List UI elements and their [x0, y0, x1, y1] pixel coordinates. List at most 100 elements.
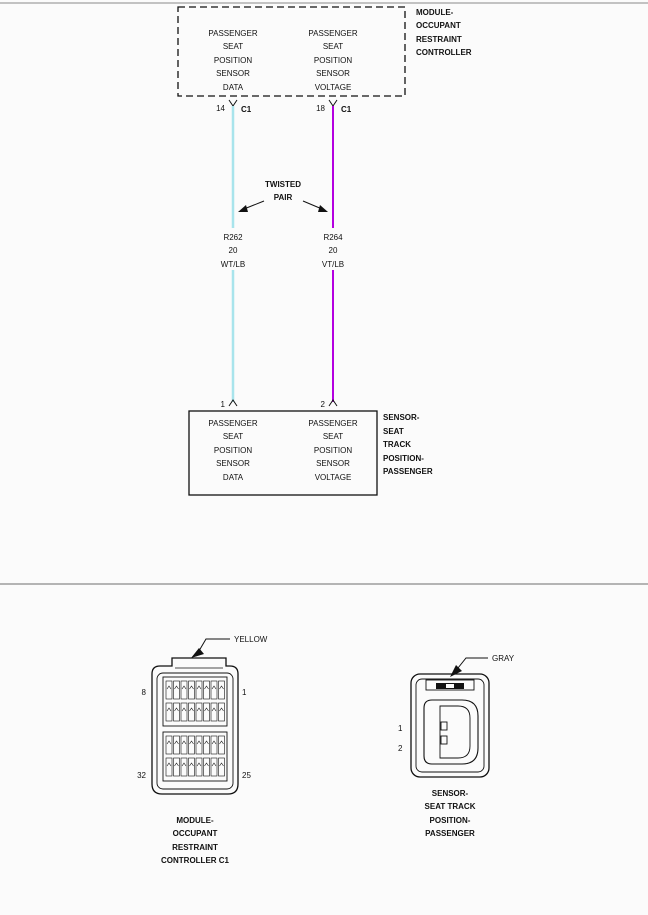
connector-color-label: YELLOW — [234, 635, 268, 644]
wire-r262: R262 20 WT/LB — [221, 106, 245, 402]
pin-desc-line: SEAT — [323, 432, 343, 441]
terminal-cavity — [173, 680, 180, 700]
terminal-latch-mark — [181, 740, 187, 745]
sensor-title-line: POSITION- — [383, 454, 424, 463]
terminal-latch-mark — [211, 685, 217, 690]
pin-number: 14 — [216, 104, 225, 113]
pin-number: 1 — [221, 400, 226, 409]
caption-line: SENSOR- — [432, 789, 469, 798]
wire-color-code: VT/LB — [322, 260, 344, 269]
pin-desc-line: PASSENGER — [308, 419, 357, 428]
arrowhead-icon — [450, 665, 462, 677]
connector-plug-inner — [439, 705, 471, 759]
terminal-cavity — [180, 757, 188, 777]
module-title: MODULE- OCCUPANT RESTRAINT CONTROLLER — [416, 8, 472, 57]
connector-housing — [151, 657, 239, 795]
module-title-line: OCCUPANT — [416, 21, 461, 30]
pin-label-top-right: 1 — [242, 688, 247, 697]
caption-line: POSITION- — [430, 816, 471, 825]
pin-number: 18 — [316, 104, 325, 113]
terminal-latch-mark — [211, 740, 217, 745]
terminal-latch-mark — [196, 740, 202, 745]
pin-desc-line: POSITION — [314, 446, 352, 455]
terminal-latch-mark — [196, 762, 202, 767]
pin-desc-line: SEAT — [223, 42, 243, 51]
terminal-cavity — [180, 702, 188, 722]
pin-number: 2 — [321, 400, 326, 409]
module-c1-connector-view: YELLOW 8 1 32 25 MODULE- OCCUPANT RESTRA… — [137, 635, 268, 865]
pin-2-connector-symbol — [328, 399, 338, 407]
connector-color-label: GRAY — [492, 654, 515, 663]
terminal-cavity — [165, 735, 173, 755]
caption-line: SEAT TRACK — [425, 802, 476, 811]
connector-id: C1 — [241, 105, 252, 114]
pin-14-connector-symbol — [228, 99, 238, 107]
terminal-latch-mark — [166, 740, 172, 745]
terminal-latch-mark — [211, 762, 217, 767]
arrowhead-icon — [318, 205, 328, 212]
pin-desc-line: DATA — [223, 473, 244, 482]
twisted-pair-arrow-left — [243, 200, 265, 210]
terminal-cavity — [188, 735, 195, 755]
terminal-latch-mark — [196, 707, 202, 712]
terminal-latch-mark — [181, 685, 187, 690]
terminal-cavity — [180, 735, 188, 755]
terminal-latch-mark — [174, 762, 179, 767]
module-pin-description-data: PASSENGER SEAT POSITION SENSOR DATA — [208, 29, 257, 92]
terminal-latch-mark — [204, 707, 209, 712]
sensor-title-line: TRACK — [383, 440, 411, 449]
module-title-line: MODULE- — [416, 8, 454, 17]
sensor-seat-track-position-passenger: 1 2 SENSOR- SEAT TRACK POSITION- PASSENG… — [188, 399, 433, 496]
terminal-latch-mark — [219, 685, 224, 690]
terminal-cavity — [173, 702, 180, 722]
connector-plug-outline — [423, 699, 479, 765]
terminal-cavity — [195, 757, 203, 777]
terminal-cavity — [203, 680, 210, 700]
terminal-latch-mark — [166, 707, 172, 712]
terminal-latch-mark — [189, 740, 194, 745]
connector-inner-outline — [156, 672, 234, 790]
sensor-connector-view: GRAY 1 2 SENSOR- SEAT TRACK POSITION- PA… — [398, 654, 515, 838]
terminal-latch-mark — [204, 740, 209, 745]
caption-line: RESTRAINT — [172, 843, 218, 852]
sensor-title: SENSOR- SEAT TRACK POSITION- PASSENGER — [383, 413, 433, 476]
terminal-cavity — [173, 757, 180, 777]
twisted-pair-label: PAIR — [274, 193, 293, 202]
terminal-cavity — [210, 757, 218, 777]
pin-label-bottom-left: 32 — [137, 771, 146, 780]
connector-latch — [425, 679, 475, 691]
sensor-title-line: SENSOR- — [383, 413, 420, 422]
module-title-line: CONTROLLER — [416, 48, 472, 57]
terminal-latch-mark — [219, 740, 224, 745]
twisted-pair-label: TWISTED — [265, 180, 301, 189]
terminal-latch-mark — [181, 707, 187, 712]
pin-desc-line: PASSENGER — [308, 29, 357, 38]
terminal-cavity-2 — [440, 735, 448, 745]
module-title-line: RESTRAINT — [416, 35, 462, 44]
module-occupant-restraint-controller: MODULE- OCCUPANT RESTRAINT CONTROLLER PA… — [177, 6, 472, 114]
terminal-cavity — [218, 757, 225, 777]
sensor-pin-description-voltage: PASSENGER SEAT POSITION SENSOR VOLTAGE — [308, 419, 357, 482]
connector-caption: SENSOR- SEAT TRACK POSITION- PASSENGER — [425, 789, 476, 838]
pin-desc-line: POSITION — [214, 56, 252, 65]
sensor-pin-description-data: PASSENGER SEAT POSITION SENSOR DATA — [208, 419, 257, 482]
terminal-latch-mark — [189, 707, 194, 712]
wire-gauge: 20 — [229, 246, 238, 255]
arrowhead-icon — [238, 205, 248, 212]
terminal-cavity — [203, 702, 210, 722]
pin-label-1: 1 — [398, 724, 403, 733]
pin-desc-line: SENSOR — [316, 459, 350, 468]
terminal-cavity — [218, 702, 225, 722]
sensor-title-line: PASSENGER — [383, 467, 433, 476]
caption-line: PASSENGER — [425, 829, 475, 838]
terminal-cavity — [195, 702, 203, 722]
terminal-latch-mark — [181, 762, 187, 767]
terminal-latch-mark — [219, 762, 224, 767]
twisted-pair-annotation: TWISTED PAIR — [238, 180, 328, 212]
connector-inner-outline — [415, 678, 485, 773]
caption-line: CONTROLLER C1 — [161, 856, 230, 865]
connector-id: C1 — [341, 105, 352, 114]
pin-desc-line: POSITION — [314, 56, 352, 65]
wire-gauge: 20 — [329, 246, 338, 255]
